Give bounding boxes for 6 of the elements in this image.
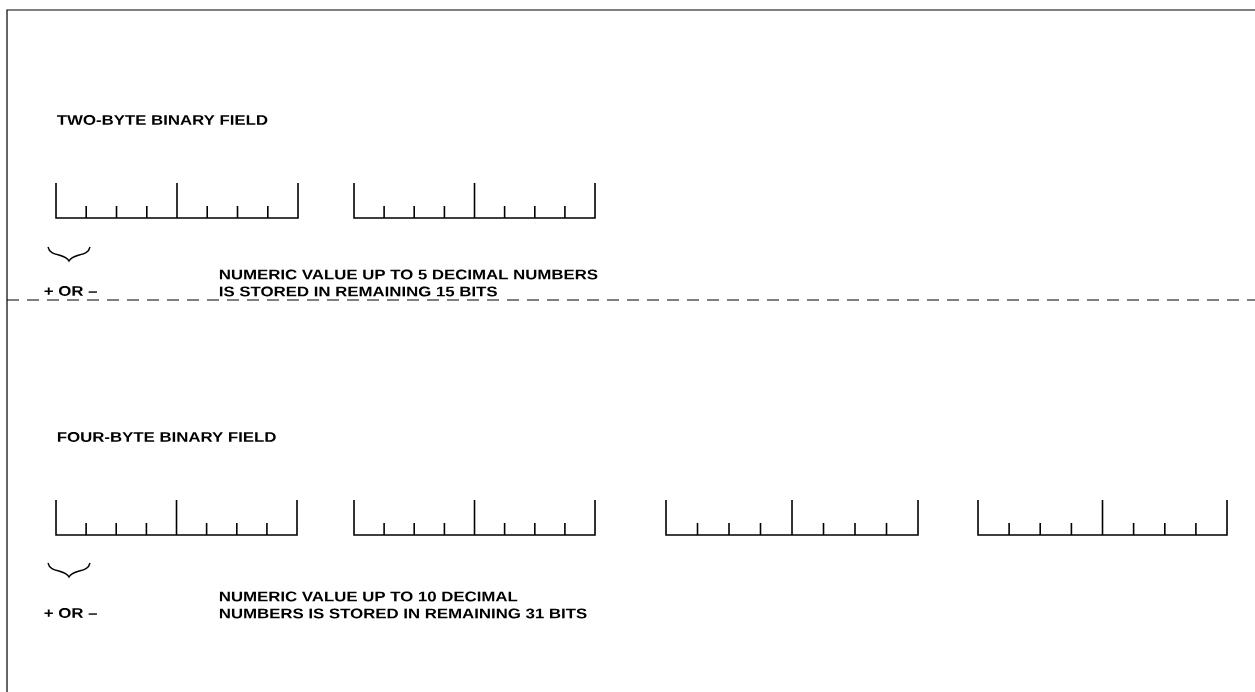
note-text: NUMERIC VALUE UP TO 10 DECIMAL NUMBERS IS STORED IN REMAINING 31 BITS <box>219 591 587 619</box>
note-text: NUMERIC VALUE UP TO 5 DECIMAL NUMBERS IS STORED IN REMAINING 15 BITS <box>219 269 598 297</box>
sign-label: + OR – <box>44 608 97 618</box>
sign-label: + OR – <box>44 286 97 296</box>
section-heading: TWO-BYTE BINARY FIELD <box>57 115 268 125</box>
section-heading: FOUR-BYTE BINARY FIELD <box>57 432 276 442</box>
